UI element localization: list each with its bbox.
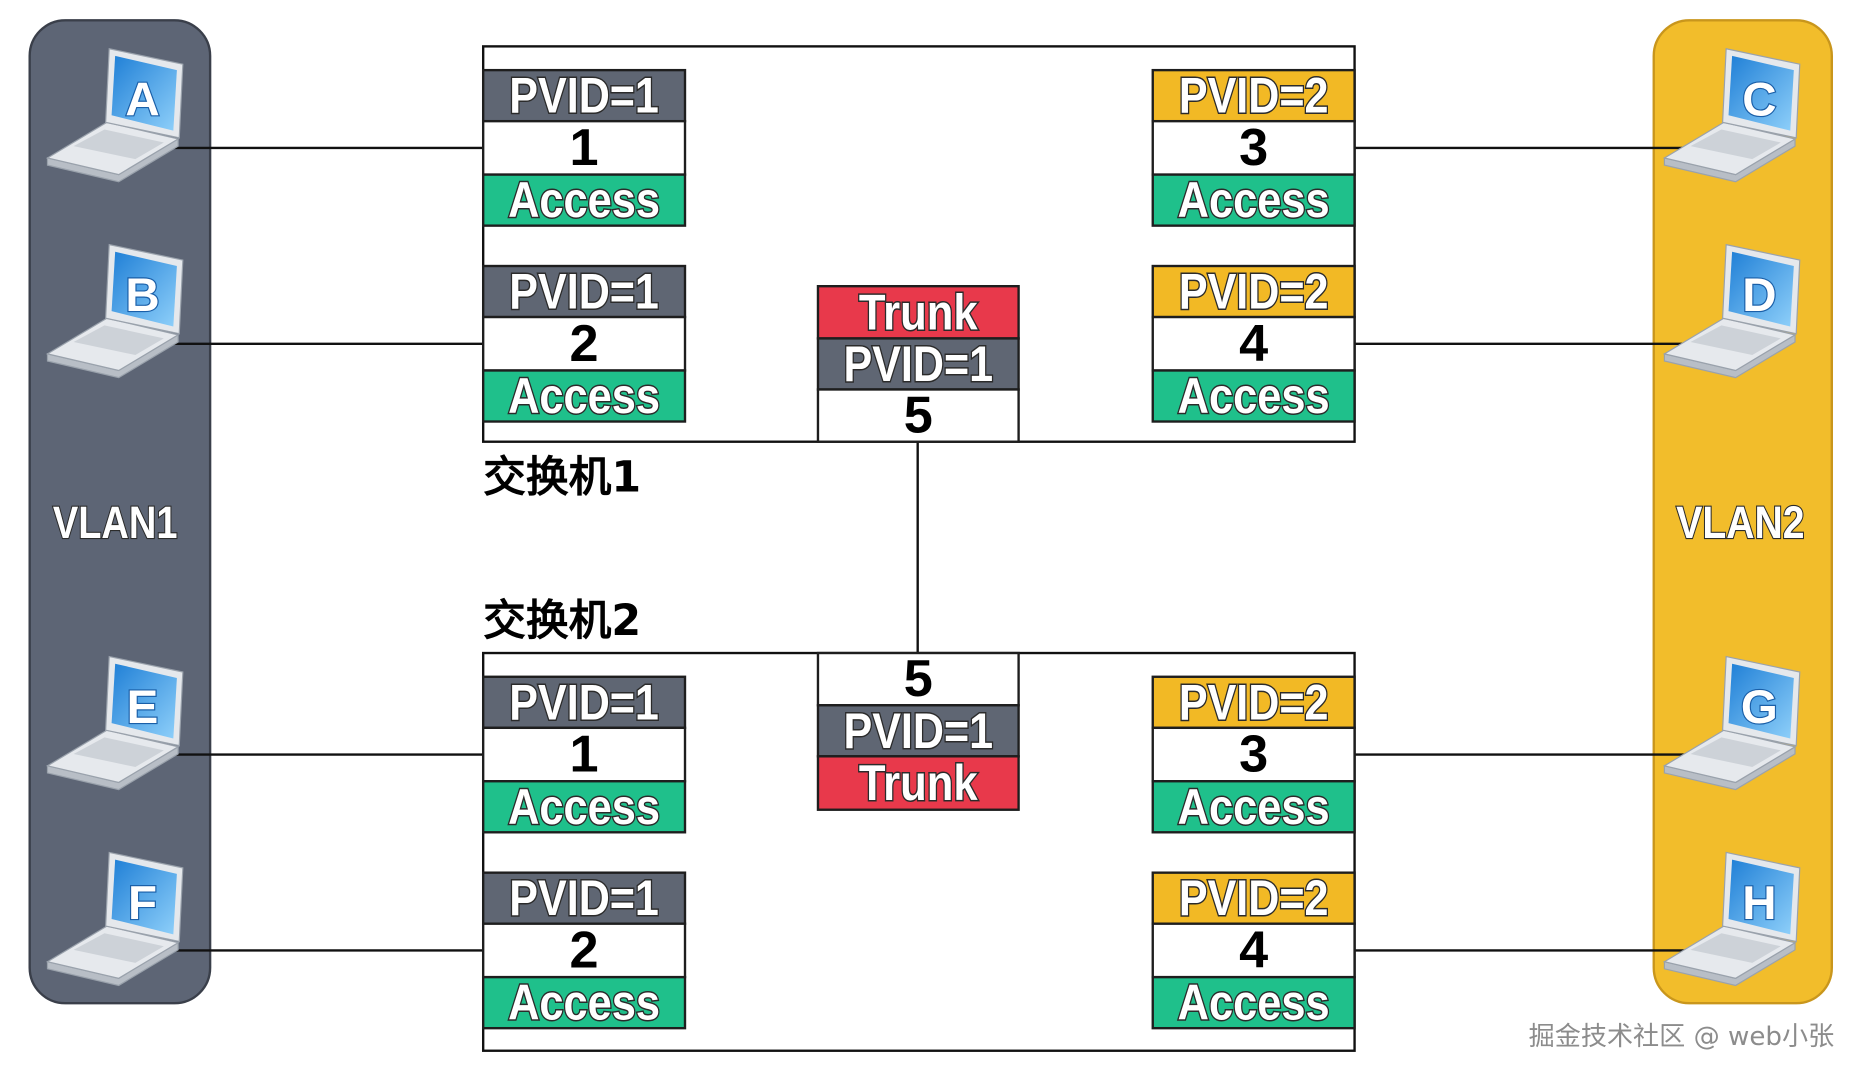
host-d: D (1663, 244, 1801, 379)
mode-label: Access (508, 368, 660, 424)
host-g-label: G (1741, 681, 1778, 734)
mode-cell (1151, 173, 1356, 227)
mode-label: Access (1178, 975, 1330, 1031)
port-number: 5 (904, 650, 933, 708)
pvid-cell (1151, 68, 1356, 123)
port-number: 3 (1239, 726, 1268, 784)
pvid-cell (1151, 264, 1356, 319)
port-number-cell (481, 922, 687, 979)
mode-label: Access (508, 975, 660, 1031)
pvid-label: PVID=1 (843, 336, 993, 392)
mode-label: Access (1178, 172, 1330, 228)
mode-label: Trunk (859, 284, 978, 340)
host-e-label: E (127, 681, 159, 734)
host-h: H (1663, 851, 1801, 987)
host-d-label: D (1742, 269, 1776, 322)
vlan1-label: VLAN1 (53, 497, 178, 548)
switch2-port-5-trunk: 5 PVID=1 Trunk (816, 650, 1020, 813)
mode-cell (816, 755, 1020, 811)
switch2-port-4: PVID=2 4 Access (1151, 869, 1356, 1032)
pvid-cell (1151, 871, 1356, 925)
mode-label: Access (1178, 368, 1330, 424)
switch2-port-1: PVID=1 1 Access (481, 673, 687, 836)
pvid-label: PVID=1 (509, 870, 659, 926)
switch1-port-2: PVID=1 2 Access (481, 262, 687, 425)
host-a: A (46, 48, 184, 183)
port-number: 5 (904, 387, 933, 445)
port-number-cell (1151, 119, 1356, 176)
pvid-label: PVID=2 (1179, 870, 1329, 926)
pvid-label: PVID=1 (509, 674, 659, 730)
host-f: F (46, 851, 184, 987)
pvid-label: PVID=1 (509, 264, 659, 320)
watermark: 掘金技术社区 @ web小张 (1529, 1022, 1835, 1052)
mode-cell (1151, 780, 1356, 834)
mode-label: Access (1178, 779, 1330, 835)
mode-cell (481, 780, 687, 834)
port-number: 3 (1239, 119, 1268, 177)
pvid-cell (816, 337, 1020, 391)
mode-cell (481, 369, 687, 423)
switch1-port-3: PVID=2 3 Access (1151, 66, 1356, 230)
host-f-label: F (128, 877, 157, 930)
pvid-cell (481, 871, 687, 925)
mode-cell (481, 173, 687, 227)
pvid-label: PVID=1 (843, 703, 993, 759)
switch1-port-1: PVID=1 1 Access (481, 66, 687, 230)
mode-cell (1151, 369, 1356, 423)
switch-1-label: 交换机1 (483, 453, 641, 503)
port-number-cell (816, 388, 1020, 443)
host-c: C (1663, 48, 1801, 183)
port-number: 1 (570, 726, 599, 784)
switch1-port-5-trunk: Trunk PVID=1 5 (816, 283, 1020, 445)
host-a-label: A (125, 73, 159, 126)
pvid-cell (481, 675, 687, 730)
port-number: 2 (570, 315, 599, 373)
switch2-port-3: PVID=2 3 Access (1151, 673, 1356, 836)
switch2-port-2: PVID=1 2 Access (481, 869, 687, 1032)
port-number: 4 (1239, 921, 1268, 979)
switch1-port-4: PVID=2 4 Access (1151, 262, 1356, 425)
host-h-label: H (1742, 877, 1776, 930)
pvid-cell (481, 264, 687, 319)
pvid-label: PVID=2 (1179, 674, 1329, 730)
mode-label: Access (508, 779, 660, 835)
port-number-cell (1151, 315, 1356, 372)
mode-label: Access (508, 172, 660, 228)
pvid-label: PVID=1 (509, 68, 659, 124)
pvid-label: PVID=2 (1179, 264, 1329, 320)
host-b: B (46, 244, 184, 379)
host-b-label: B (125, 269, 159, 322)
mode-cell (1151, 975, 1356, 1030)
vlan2-label: VLAN2 (1676, 497, 1804, 548)
port-number: 1 (570, 119, 599, 177)
switch-2-label: 交换机2 (483, 596, 641, 646)
port-number-cell (481, 119, 687, 176)
pvid-label: PVID=2 (1179, 68, 1329, 124)
mode-cell (481, 975, 687, 1030)
host-e: E (46, 655, 184, 791)
mode-label: Trunk (859, 755, 978, 811)
host-c-label: C (1742, 73, 1776, 126)
host-g: G (1663, 655, 1801, 791)
port-number: 4 (1239, 315, 1268, 373)
pvid-cell (481, 68, 687, 123)
port-number: 2 (570, 921, 599, 979)
